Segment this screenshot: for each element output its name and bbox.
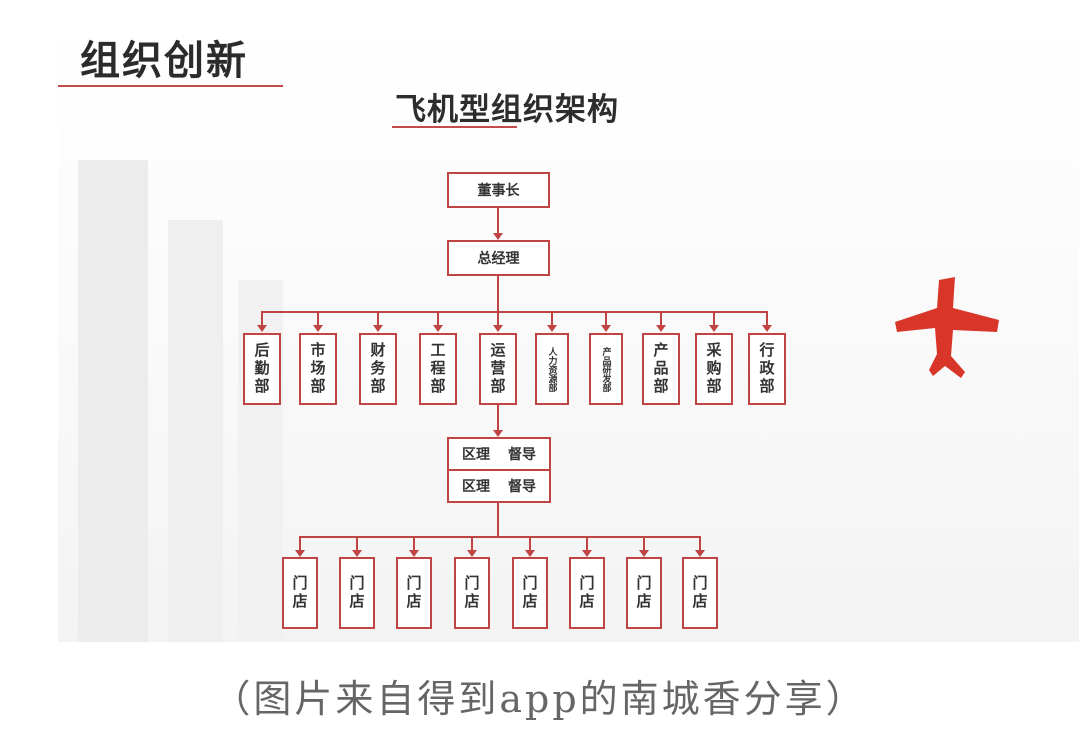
department-box: 采购部 <box>695 333 733 405</box>
department-label: 运营部 <box>488 342 507 396</box>
connector-line <box>356 536 358 550</box>
connector-line <box>497 405 499 431</box>
department-box: 后勤部 <box>243 333 281 405</box>
arrow-icon <box>639 550 649 557</box>
store-box: 门店 <box>396 557 432 629</box>
store-label: 门店 <box>690 575 709 611</box>
arrow-icon <box>656 325 666 332</box>
connector-line <box>713 311 715 325</box>
chairman-box: 董事长 <box>447 172 550 208</box>
department-box: 产品部 <box>642 333 680 405</box>
arrow-icon <box>467 550 477 557</box>
arrow-icon <box>313 325 323 332</box>
connector-line <box>497 276 499 312</box>
arrow-icon <box>695 550 705 557</box>
heading-underline <box>58 85 283 87</box>
arrow-icon <box>601 325 611 332</box>
store-box: 门店 <box>569 557 605 629</box>
department-label: 工程部 <box>428 342 447 396</box>
store-label: 门店 <box>290 575 309 611</box>
connector-line <box>551 311 553 325</box>
arrow-icon <box>493 430 503 437</box>
department-label: 市场部 <box>308 342 327 396</box>
title-underline <box>392 126 517 128</box>
connector-line <box>605 311 607 325</box>
image-caption: （图片来自得到app的南城香分享） <box>212 677 867 721</box>
department-label: 人力资源部 <box>546 346 557 392</box>
district-row: 区理 督导 <box>447 437 551 471</box>
store-box: 门店 <box>339 557 375 629</box>
connector-line <box>317 311 319 325</box>
connector-line <box>471 536 473 550</box>
district-row: 区理 督导 <box>447 469 551 503</box>
store-box: 门店 <box>454 557 490 629</box>
background-tower <box>168 220 223 642</box>
connector-line <box>497 208 499 234</box>
airplane-icon <box>895 277 999 378</box>
arrow-icon <box>373 325 383 332</box>
connector-line <box>377 311 379 325</box>
department-label: 产品部 <box>651 342 670 396</box>
page-heading: 组织创新 <box>80 38 248 84</box>
arrow-icon <box>295 550 305 557</box>
connector-line <box>529 536 531 550</box>
diagram-title: 飞机型组织架构 <box>395 92 619 128</box>
arrow-icon <box>493 233 503 240</box>
department-box: 产品研发部 <box>589 333 623 405</box>
supervisor-label: 督导 <box>508 479 536 495</box>
department-label: 行政部 <box>757 342 776 396</box>
department-label: 后勤部 <box>252 342 271 396</box>
department-bus-line <box>261 311 768 313</box>
store-label: 门店 <box>634 575 653 611</box>
arrow-icon <box>257 325 267 332</box>
department-box: 市场部 <box>299 333 337 405</box>
connector-line <box>497 503 499 537</box>
arrow-icon <box>547 325 557 332</box>
store-label: 门店 <box>462 575 481 611</box>
connector-line <box>660 311 662 325</box>
department-label: 采购部 <box>704 342 723 396</box>
connector-line <box>261 311 263 325</box>
connector-line <box>586 536 588 550</box>
district-manager-label: 区理 <box>462 479 490 495</box>
chairman-label: 董事长 <box>477 183 520 199</box>
department-label: 财务部 <box>368 342 387 396</box>
department-box: 运营部 <box>479 333 517 405</box>
department-box: 财务部 <box>359 333 397 405</box>
connector-line <box>643 536 645 550</box>
connector-line <box>699 536 701 550</box>
arrow-icon <box>762 325 772 332</box>
district-manager-label: 区理 <box>462 447 490 463</box>
connector-line <box>766 311 768 325</box>
arrow-icon <box>582 550 592 557</box>
arrow-icon <box>433 325 443 332</box>
department-label: 产品研发部 <box>600 346 611 392</box>
arrow-icon <box>352 550 362 557</box>
arrow-icon <box>525 550 535 557</box>
connector-line <box>413 536 415 550</box>
store-label: 门店 <box>347 575 366 611</box>
gm-label: 总经理 <box>477 251 520 267</box>
store-box: 门店 <box>512 557 548 629</box>
arrow-icon <box>409 550 419 557</box>
arrow-icon <box>493 325 503 332</box>
background-tower <box>78 160 148 642</box>
store-box: 门店 <box>682 557 718 629</box>
department-box: 行政部 <box>748 333 786 405</box>
gm-box: 总经理 <box>447 240 550 276</box>
supervisor-label: 督导 <box>508 447 536 463</box>
store-bus-line <box>299 536 701 538</box>
arrow-icon <box>709 325 719 332</box>
store-box: 门店 <box>626 557 662 629</box>
store-label: 门店 <box>577 575 596 611</box>
connector-line <box>437 311 439 325</box>
connector-line <box>299 536 301 550</box>
department-box: 工程部 <box>419 333 457 405</box>
department-box: 人力资源部 <box>535 333 569 405</box>
store-label: 门店 <box>520 575 539 611</box>
store-box: 门店 <box>282 557 318 629</box>
store-label: 门店 <box>404 575 423 611</box>
connector-line <box>497 311 499 325</box>
